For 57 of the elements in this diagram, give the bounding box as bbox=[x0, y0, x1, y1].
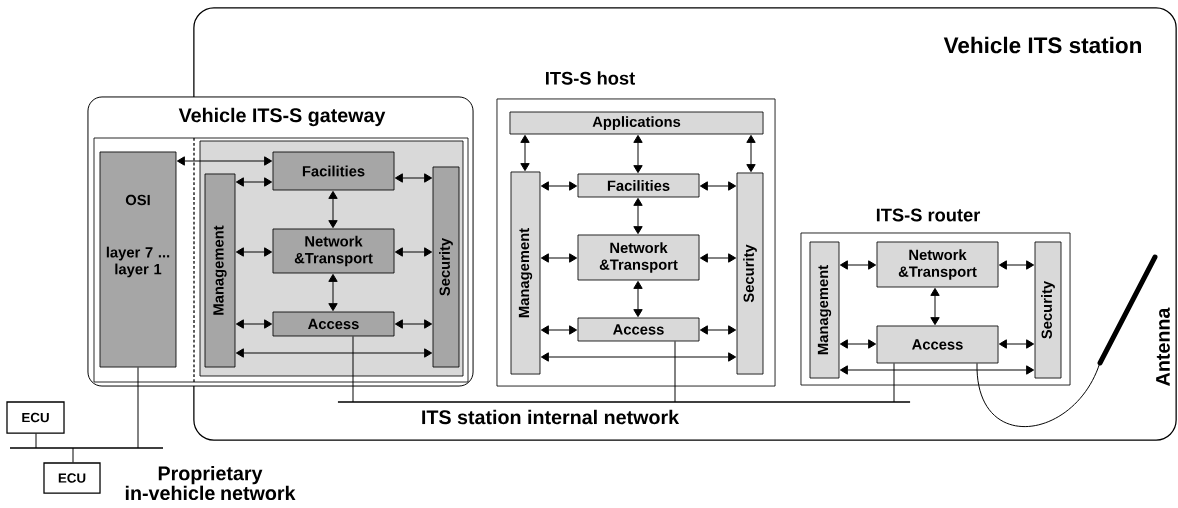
node-label: ITS-S router bbox=[876, 208, 981, 222]
arrow bbox=[930, 287, 940, 326]
arrow bbox=[176, 156, 273, 166]
arrow bbox=[394, 173, 433, 183]
cable bbox=[976, 362, 1101, 427]
antenna-label: Antenna bbox=[1156, 307, 1170, 386]
arrow bbox=[633, 197, 643, 235]
layer-box: Applications bbox=[509, 111, 764, 135]
arrow bbox=[394, 247, 433, 257]
arrow bbox=[998, 260, 1035, 270]
arrow bbox=[839, 339, 877, 349]
node-label: ITS-S host bbox=[546, 71, 635, 85]
arrow bbox=[839, 260, 877, 270]
layer-box: Network &Transport bbox=[876, 241, 999, 288]
arrow bbox=[699, 325, 737, 335]
connector-line bbox=[674, 340, 676, 403]
layer-box: Network &Transport bbox=[272, 228, 395, 274]
layer-box: OSI layer 7 ... layer 1 bbox=[99, 151, 177, 368]
ecu-box: ECU bbox=[6, 401, 65, 434]
arrow bbox=[540, 253, 578, 263]
layer-bar: Management bbox=[809, 241, 840, 379]
layer-box: Access bbox=[876, 325, 999, 364]
arrow bbox=[328, 190, 338, 229]
layer-bar: Management bbox=[204, 173, 236, 368]
connector-line bbox=[72, 447, 74, 463]
network-bus: ITS station internal network bbox=[337, 401, 911, 425]
arrow bbox=[520, 134, 530, 172]
layer-bar: Management bbox=[510, 171, 541, 375]
arrow bbox=[746, 134, 756, 173]
connector-line bbox=[893, 362, 895, 403]
arrow bbox=[699, 181, 737, 191]
antenna-drawing bbox=[1097, 254, 1158, 366]
arrow bbox=[540, 181, 578, 191]
arrow bbox=[235, 348, 433, 358]
connector-line bbox=[35, 433, 37, 449]
layer-box: Facilities bbox=[577, 173, 700, 198]
arrow bbox=[235, 319, 273, 329]
arrow bbox=[998, 339, 1035, 349]
arrow bbox=[328, 273, 338, 312]
layer-bar: Security bbox=[1034, 241, 1062, 379]
arrow bbox=[235, 247, 273, 257]
arrow bbox=[839, 365, 1035, 375]
layer-bar: Security bbox=[432, 166, 460, 368]
layer-box: Access bbox=[577, 317, 700, 342]
arrow bbox=[633, 280, 643, 318]
arrow bbox=[540, 352, 737, 362]
connector-line bbox=[137, 366, 139, 449]
arrow bbox=[394, 319, 433, 329]
arrow bbox=[699, 253, 737, 263]
layer-bar: Security bbox=[736, 172, 764, 375]
arrow bbox=[235, 177, 273, 187]
layer-box: Network &Transport bbox=[577, 234, 700, 281]
connector-line bbox=[352, 335, 354, 403]
arrow bbox=[540, 325, 578, 335]
arrow bbox=[633, 134, 643, 174]
layer-box: Access bbox=[272, 311, 395, 337]
layer-box: Facilities bbox=[272, 151, 395, 191]
